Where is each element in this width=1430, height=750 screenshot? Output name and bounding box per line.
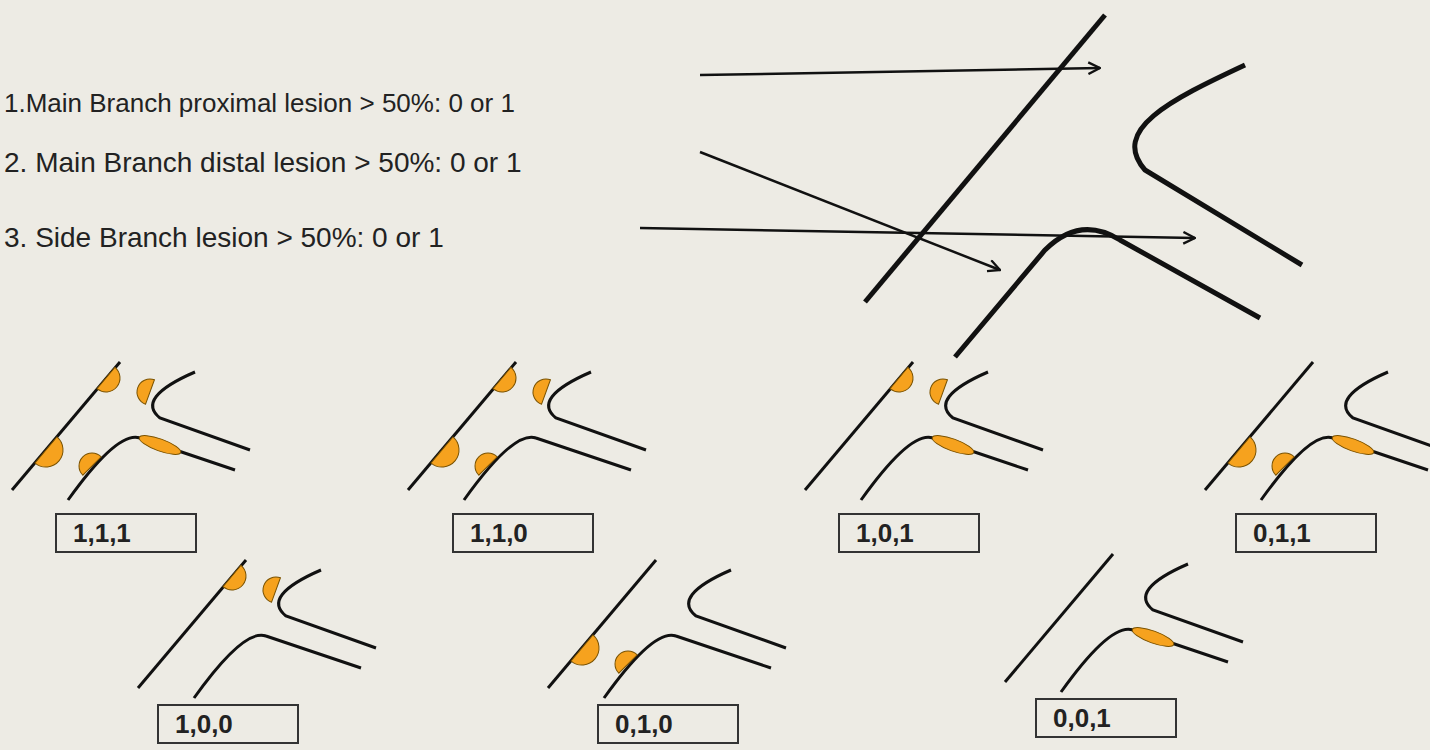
- medina-code: 0,1,1: [1253, 516, 1311, 550]
- medina-code-box: 0,1,1: [1235, 513, 1377, 553]
- lesion-icon: [408, 362, 646, 500]
- medina-code-box: 1,1,1: [55, 513, 197, 553]
- criterion-label: 2. Main Branch distal lesion > 50%: 0 or…: [4, 146, 522, 180]
- leader-arrow: [700, 68, 1100, 75]
- medina-code: 1,0,1: [856, 516, 914, 550]
- bifurcation-schematic: [865, 15, 1302, 357]
- lesion-icon: [138, 560, 376, 698]
- medina-code-box: 1,0,1: [838, 513, 980, 553]
- medina-code-box: 0,1,0: [597, 704, 739, 744]
- leader-arrow: [640, 228, 1195, 238]
- criterion-label: 1.Main Branch proximal lesion > 50%: 0 o…: [4, 88, 515, 119]
- criterion-label: 3. Side Branch lesion > 50%: 0 or 1: [4, 221, 444, 255]
- medina-code: 0,1,0: [615, 707, 673, 741]
- side-branch-wall: [955, 230, 1260, 357]
- leader-arrow: [700, 152, 1000, 270]
- lesion-icon: [1205, 362, 1430, 500]
- lesion-icon: [1005, 554, 1243, 692]
- medina-code: 0,0,1: [1053, 701, 1111, 735]
- medina-code: 1,0,0: [175, 707, 233, 741]
- medina-code-box: 0,0,1: [1035, 698, 1177, 738]
- medina-code: 1,1,0: [470, 516, 528, 550]
- lesion-icon: [12, 362, 250, 500]
- carina-wall: [1135, 65, 1302, 265]
- lesion-icon: [805, 362, 1043, 500]
- medina-code-box: 1,1,0: [452, 513, 594, 553]
- main-branch-wall: [865, 15, 1105, 302]
- lesion-icon: [548, 560, 786, 698]
- medina-code-box: 1,0,0: [157, 704, 299, 744]
- medina-code: 1,1,1: [73, 516, 131, 550]
